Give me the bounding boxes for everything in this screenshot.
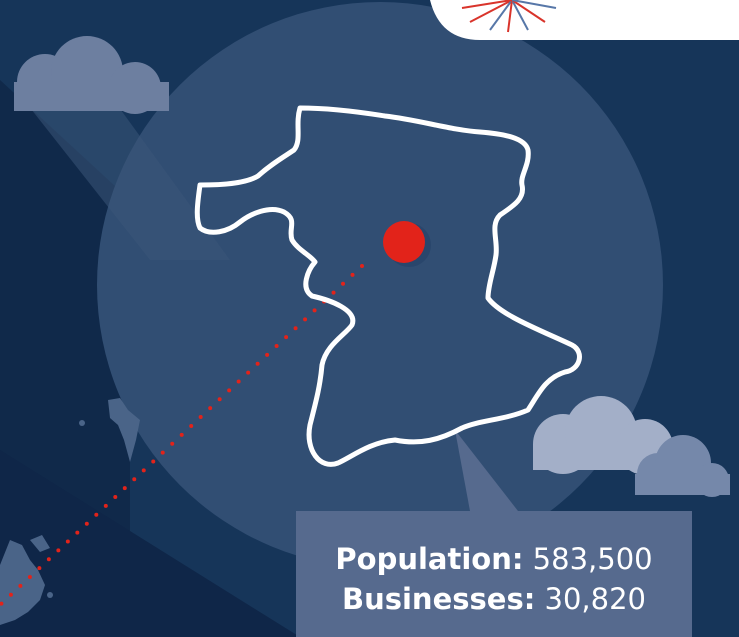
location-marker	[383, 221, 425, 263]
coastline-fragments	[0, 398, 140, 625]
firework-icon	[461, 0, 557, 33]
population-value: 583,500	[532, 542, 653, 576]
cloud-icon-bottom-right-small	[635, 435, 730, 497]
businesses-stat: Businesses: 30,820	[296, 579, 692, 619]
background-shadow-lower	[0, 450, 300, 637]
cloud-light-beam	[20, 95, 230, 260]
population-stat: Population: 583,500	[296, 539, 692, 579]
route-dotted-line	[0, 264, 364, 607]
region-spotlight-circle	[97, 2, 663, 568]
population-label: Population:	[335, 542, 524, 576]
businesses-value: 30,820	[544, 582, 647, 616]
businesses-label: Businesses:	[341, 582, 536, 616]
region-outline	[194, 105, 582, 467]
stats-box: Population: 583,500 Businesses: 30,820	[296, 511, 692, 637]
stats-pointer	[455, 430, 518, 511]
cloud-icon-top-left	[14, 36, 169, 114]
